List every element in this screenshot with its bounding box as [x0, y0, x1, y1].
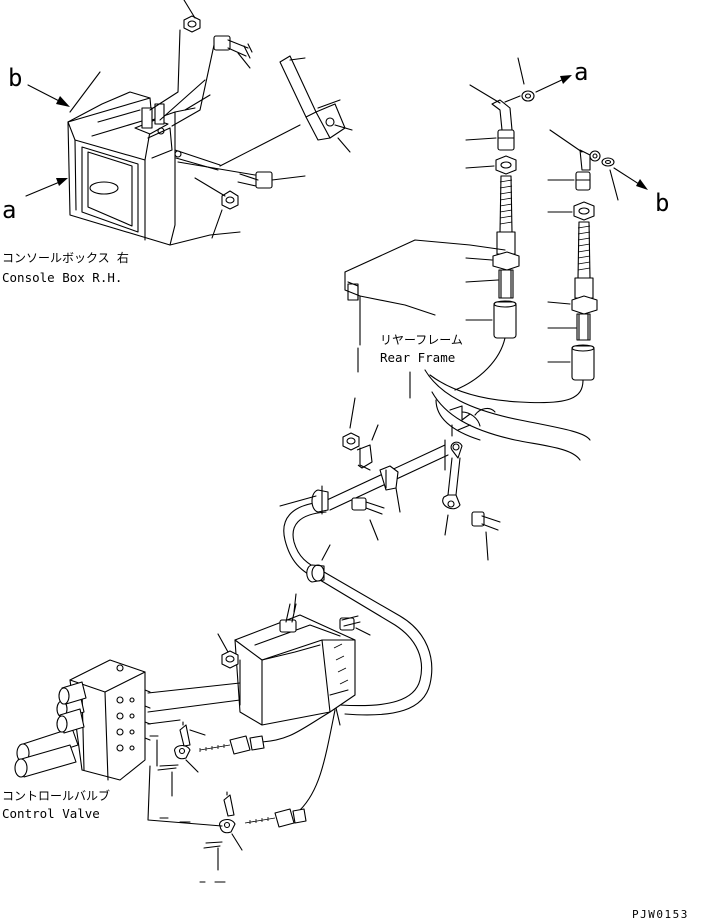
control-valve-label-en: Control Valve: [2, 806, 100, 821]
cable-assembly-b: [429, 129, 619, 404]
cable-bracket: [217, 593, 371, 726]
console-box-label-jp: コンソールボックス 右: [2, 250, 129, 265]
ref-letter-b-left: b: [8, 64, 22, 92]
rear-frame-label-jp: リヤーフレーム: [380, 333, 463, 347]
ref-letter-a-right: a: [574, 58, 588, 86]
rear-frame: [344, 239, 591, 461]
ref-arrows-right: [535, 75, 648, 190]
ref-letter-a-left: a: [2, 196, 16, 224]
ref-arrows-left: [25, 71, 101, 197]
console-hardware: [149, 0, 306, 239]
drawing-code: PJW0153: [632, 908, 689, 921]
cable-ends-lower: [147, 709, 336, 883]
text-labels: コンソールボックス 右 Console Box R.H. リヤーフレーム Rea…: [2, 58, 689, 921]
cable-assembly-a: [454, 57, 535, 391]
cable-clamps: [279, 397, 501, 583]
rear-frame-label-en: Rear Frame: [380, 350, 455, 365]
control-lever: [279, 55, 353, 153]
console-box-label-en: Console Box R.H.: [2, 270, 122, 285]
control-valve-label-jp: コントロールバルブ: [2, 788, 110, 803]
control-valve: [14, 659, 241, 781]
console-box: [67, 91, 241, 246]
ref-letter-b-right: b: [655, 189, 669, 217]
